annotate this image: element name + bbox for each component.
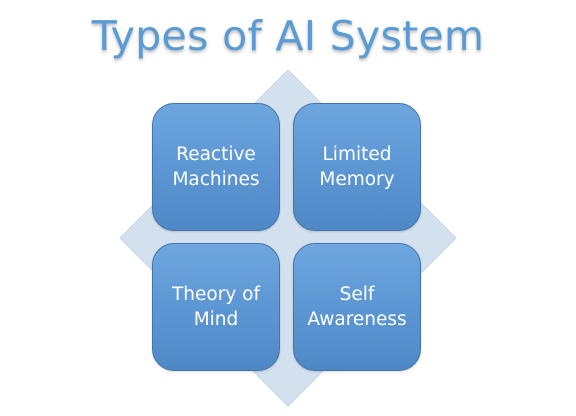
diagram-title: Types of AI System: [91, 12, 485, 60]
type-box-reactive-machines: Reactive Machines: [152, 103, 280, 231]
type-box-limited-memory: Limited Memory: [293, 103, 421, 231]
type-box-theory-of-mind: Theory of Mind: [152, 243, 280, 371]
type-label: Self Awareness: [307, 284, 407, 330]
type-box-self-awareness: Self Awareness: [293, 243, 421, 371]
type-label: Limited Memory: [319, 144, 395, 190]
type-label: Reactive Machines: [172, 144, 260, 190]
type-label: Theory of Mind: [172, 284, 260, 330]
